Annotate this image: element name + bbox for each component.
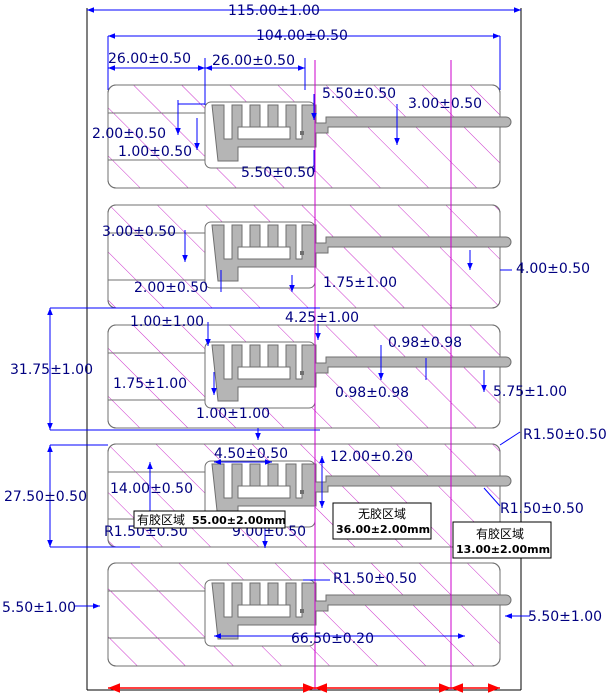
dim-notch-a: 3.00±0.50 [102, 224, 176, 240]
dim-offset-b: 1.00±0.50 [118, 144, 192, 160]
dim-offset-d: 1.00±1.00 [130, 314, 204, 330]
dim-corner-radius-mid: R1.50±0.50 [500, 501, 584, 517]
left-dimensions [47, 307, 320, 548]
dim-strip-gap: 1.75±1.00 [323, 275, 397, 291]
dim-corner-radius-top: R1.50±0.50 [523, 427, 607, 443]
dim-offset-c: 2.00±0.50 [134, 280, 208, 296]
zone-box-non-adhesive: 无胶区域 36.00±2.00mm [332, 502, 432, 540]
dim-offset-e: 1.75±1.00 [113, 376, 187, 392]
dim-pitch-1: 26.00±0.50 [108, 51, 191, 67]
leader-lines [75, 94, 530, 639]
rfid-label [107, 204, 512, 309]
rfid-label [107, 562, 512, 667]
label-rows [107, 84, 512, 667]
dim-liner-width: 104.00±0.50 [256, 28, 348, 44]
dim-chip-width: 4.50±0.50 [214, 446, 288, 462]
dim-tol-top: 0.98±0.98 [388, 335, 462, 351]
dim-edge-right-2: 5.75±1.00 [493, 384, 567, 400]
dim-chip-height: 12.00±0.20 [330, 449, 413, 465]
dim-label-pitch: 31.75±1.00 [10, 362, 93, 378]
dim-offset-a: 2.00±0.50 [92, 126, 166, 142]
rfid-label [107, 324, 512, 429]
dim-spacing: 4.25±1.00 [285, 310, 359, 326]
dim-overall-width: 115.00±1.00 [228, 3, 320, 19]
dim-inlay-height: 14.00±0.50 [110, 481, 193, 497]
dim-offset-f: 1.00±1.00 [196, 406, 270, 422]
dim-edge-right: 4.00±0.50 [516, 261, 590, 277]
dim-pitch-2: 26.00±0.50 [212, 53, 295, 69]
zone-non-adhesive-title: 无胶区域 [358, 506, 406, 521]
dim-tol-bottom: 0.98±0.98 [335, 385, 409, 401]
dim-strap-length: 66.50±0.20 [291, 631, 374, 647]
rfid-label [107, 84, 512, 189]
zone-adhesive-right-title: 有胶区域 [476, 526, 524, 541]
dim-gap-b: 5.50±0.50 [241, 165, 315, 181]
dim-gap-a: 5.50±0.50 [322, 86, 396, 102]
dim-strip-width: 3.00±0.50 [408, 96, 482, 112]
dim-left-margin: 5.50±1.00 [2, 600, 76, 616]
zone-adhesive-right-value: 13.00±2.00mm [456, 543, 550, 556]
dimension-texts: 115.00±1.00 104.00±0.50 26.00±0.50 26.00… [2, 3, 607, 647]
zone-non-adhesive-value: 36.00±2.00mm [336, 523, 430, 536]
zone-boundaries [314, 60, 452, 690]
zone-box-adhesive-left: 有胶区域 55.00±2.00mm [133, 510, 286, 529]
zone-box-adhesive-right: 有胶区域 13.00±2.00mm [452, 521, 552, 559]
top-dimensions [87, 7, 521, 105]
dim-right-margin: 5.50±1.00 [528, 609, 602, 625]
dim-label-height: 27.50±0.50 [4, 489, 87, 505]
zone-adhesive-left-value: 55.00±2.00mm [192, 514, 286, 527]
zone-adhesive-left-title: 有胶区域 [137, 512, 185, 527]
dim-corner-radius-bottom: R1.50±0.50 [333, 571, 417, 587]
